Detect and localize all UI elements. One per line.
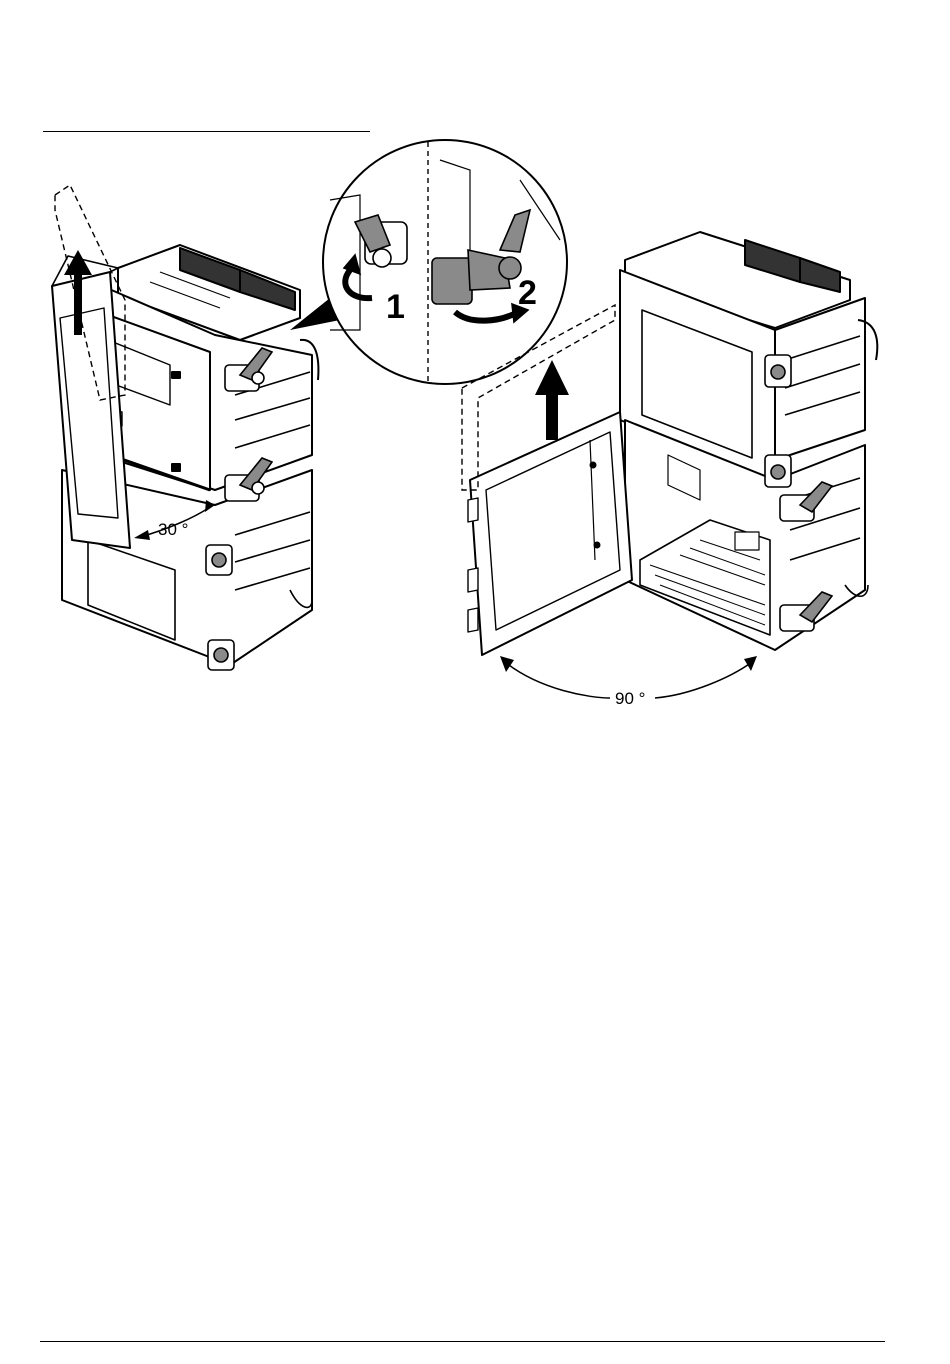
step-2-number: 2 [518,274,537,312]
right-angle-label: 90 ° [615,689,645,708]
right-analyzer [620,232,865,650]
left-angle-label: 30 ° [158,520,188,539]
latch-lower-2 [208,640,234,670]
right-lift-arrow [535,360,569,440]
latch-detail-callout: 1 2 [290,140,567,384]
step-1-number: 1 [386,288,405,326]
latch-lower-1 [206,545,232,575]
right-latch-1 [765,355,791,387]
right-open-door [468,412,632,655]
door-removal-figure: 30 ° 1 2 [0,0,950,760]
footer-rule [40,1341,885,1342]
right-latch-2 [765,455,791,487]
